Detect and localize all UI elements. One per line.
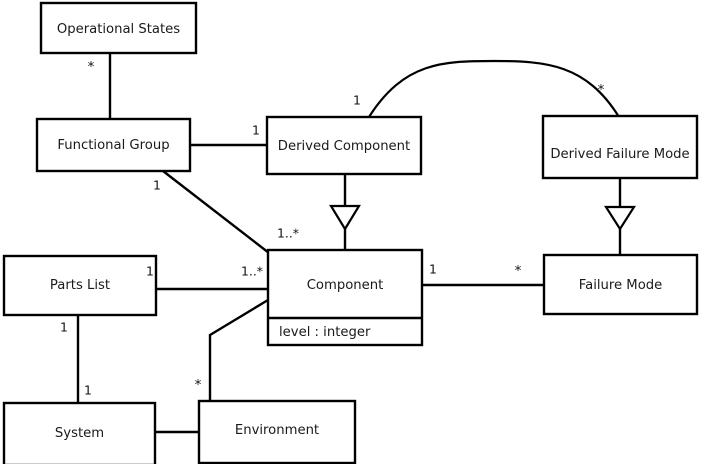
connector-derived-component-derived-failure-mode[interactable] [368, 59, 620, 118]
multiplicity-derived-component-derived-failure-mode-one: 1 [353, 93, 361, 108]
multiplicity-functional-group-component-one: 1 [153, 178, 161, 193]
class-name-system: System [55, 426, 104, 441]
connector-functional-group-component[interactable] [162, 170, 270, 254]
multiplicity-parts-list-system-top: 1 [60, 320, 68, 335]
class-box-rect-functional-group [35, 117, 192, 173]
class-name-component: Component [307, 278, 384, 293]
class-name-failure-mode: Failure Mode [579, 278, 663, 293]
multiplicity-environment-component: * [195, 377, 202, 393]
multiplicity-functional-group-component-many: 1..* [277, 226, 299, 241]
multiplicity-parts-list-system-bottom: 1 [84, 383, 92, 398]
class-name-derived-failure-mode: Derived Failure Mode [550, 147, 689, 162]
class-name-environment: Environment [235, 423, 319, 438]
multiplicity-parts-list-component-many: 1..* [241, 264, 263, 279]
class-name-parts-list: Parts List [50, 278, 110, 293]
class-box-component[interactable]: Component level : integer [266, 248, 424, 347]
class-box-failure-mode[interactable]: Failure Mode [542, 253, 699, 316]
connector-environment-component[interactable] [208, 298, 269, 401]
class-name-functional-group: Functional Group [57, 138, 169, 153]
class-box-rect-derived-failure-mode [541, 114, 699, 180]
class-box-rect-environment [197, 399, 357, 464]
multiplicity-component-failure-mode-one: 1 [429, 262, 437, 277]
class-box-rect-failure-mode [542, 253, 699, 316]
class-box-functional-group[interactable]: Functional Group [35, 117, 192, 173]
class-attribute-component-level: level : integer [279, 325, 371, 340]
assoc-polyline-env-comp [208, 298, 269, 401]
connector-generalization-derived-component-component[interactable] [329, 174, 361, 250]
class-box-rect-component [266, 248, 424, 347]
class-name-derived-component: Derived Component [278, 139, 410, 154]
class-box-rect-derived-component [265, 115, 423, 176]
class-box-rect-system [2, 401, 157, 464]
class-box-parts-list[interactable]: Parts List [2, 254, 158, 317]
class-box-derived-failure-mode[interactable]: Derived Failure Mode [541, 114, 699, 180]
multiplicity-functional-group-derived-component: 1 [252, 123, 260, 138]
multiplicity-parts-list-component-one: 1 [146, 264, 154, 279]
class-name-operational-states: Operational States [57, 22, 180, 37]
multiplicity-operational-states-functional-group: * [88, 59, 95, 75]
class-box-operational-states[interactable]: Operational States [39, 1, 198, 55]
multiplicity-derived-component-derived-failure-mode-many: * [598, 82, 605, 98]
generalization-triangle-icon-dc-comp [329, 204, 361, 232]
class-box-derived-component[interactable]: Derived Component [265, 115, 423, 176]
class-box-rect-operational-states [39, 1, 198, 55]
class-box-environment[interactable]: Environment [197, 399, 357, 464]
generalization-triangle-icon-dfm-fm [603, 205, 637, 232]
assoc-line-fg-comp [162, 170, 270, 254]
class-box-system[interactable]: System [2, 401, 157, 464]
class-box-rect-parts-list [2, 254, 158, 317]
assoc-curve-dc-dfm [368, 59, 620, 118]
multiplicity-component-failure-mode-many: * [515, 263, 522, 279]
connector-generalization-derived-failure-mode-failure-mode[interactable] [603, 178, 637, 255]
